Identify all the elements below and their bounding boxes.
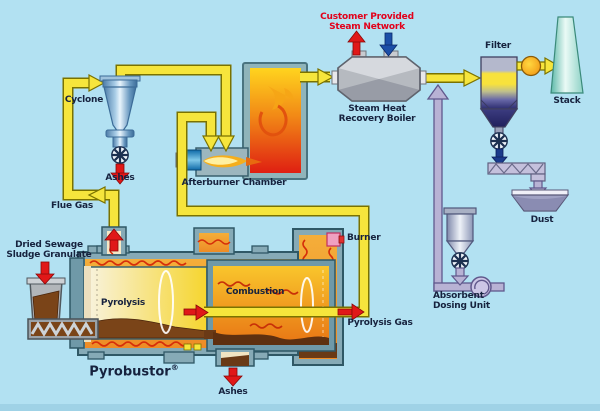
filter-vessel <box>479 56 519 151</box>
label-cyclone: Cyclone <box>64 95 104 105</box>
steam-in-arrow-icon <box>379 32 398 57</box>
label-filter: Filter <box>485 41 511 51</box>
flue-gas-return-pipe <box>62 74 120 233</box>
boiler-inlet-arrow-icon <box>317 68 335 86</box>
filter-rotary-valve-icon <box>489 131 509 151</box>
cyclone-ash-arrow-icon <box>110 163 130 185</box>
rotation-indicator <box>158 270 174 334</box>
filter-dust-arrow-icon <box>491 148 508 167</box>
filter-inlet-arrow-icon <box>463 69 482 87</box>
label-afterburner: Afterburner Chamber <box>181 178 287 188</box>
label-pyrolysis-gas: Pyrolysis Gas <box>347 318 413 328</box>
label-dust: Dust <box>530 215 554 225</box>
dust-screw-conveyor <box>487 162 546 182</box>
cyclone-rotary-valve-icon <box>110 145 130 165</box>
combustion-chamber <box>213 266 329 345</box>
label-burner: Burner <box>347 233 381 243</box>
absorbent-line <box>426 83 505 298</box>
cyclone-inlet-arrow-icon <box>88 74 106 92</box>
rotation-indicator <box>300 277 314 333</box>
label-cyclone-ashes: Ashes <box>105 173 135 183</box>
dust-collector <box>510 189 570 212</box>
flue-gas-left-arrow-icon <box>87 186 106 204</box>
afterburner-burner-assembly <box>175 147 262 177</box>
gas-to-pipe-arrow-icon <box>183 304 209 321</box>
label-stack: Stack <box>553 96 581 106</box>
stack <box>550 16 584 94</box>
afterburner-chamber <box>242 62 308 180</box>
absorbent-injection-arrow-icon <box>426 83 450 100</box>
pyrobustor <box>69 226 345 367</box>
label-combustion: Combustion <box>225 287 285 297</box>
absorbent-hopper <box>443 207 477 286</box>
stack-inlet-arrow-icon <box>544 56 561 76</box>
afterburner-inlet-arrow-icon <box>217 135 235 153</box>
label-pyrobustor-ashes: Ashes <box>218 387 248 397</box>
feed-hopper <box>26 277 66 324</box>
label-flue-gas: Flue Gas <box>50 201 94 211</box>
label-pyrolysis: Pyrolysis <box>100 298 146 308</box>
pyrobustor-ash-arrow-icon <box>223 367 243 387</box>
feed-arrow-icon <box>35 261 55 285</box>
pyrolysis-gas-exit-arrow-icon <box>337 303 365 321</box>
feed-screw-conveyor <box>27 318 99 340</box>
bottom-edge <box>0 404 600 411</box>
afterburner-to-boiler-pipe <box>300 68 335 86</box>
steam-out-arrow-icon <box>347 30 366 56</box>
absorbent-down-arrow-icon <box>450 267 470 286</box>
label-pyrobustor-title: Pyrobustor® <box>89 363 179 380</box>
absorbent-rotary-valve-icon <box>450 251 470 271</box>
flue-gas-up-arrow-icon <box>104 228 124 252</box>
cyclone <box>99 75 141 165</box>
steam-heat-recovery-boiler <box>331 50 427 102</box>
cyclone-to-afterburner-pipe <box>115 64 235 153</box>
ash-outlet <box>215 348 255 367</box>
flue-gas-fan-icon <box>516 55 547 77</box>
afterburner-inlet-arrow-icon <box>202 135 220 153</box>
pyrobustor-burner <box>326 232 345 247</box>
boiler-to-filter-pipe <box>420 69 482 87</box>
